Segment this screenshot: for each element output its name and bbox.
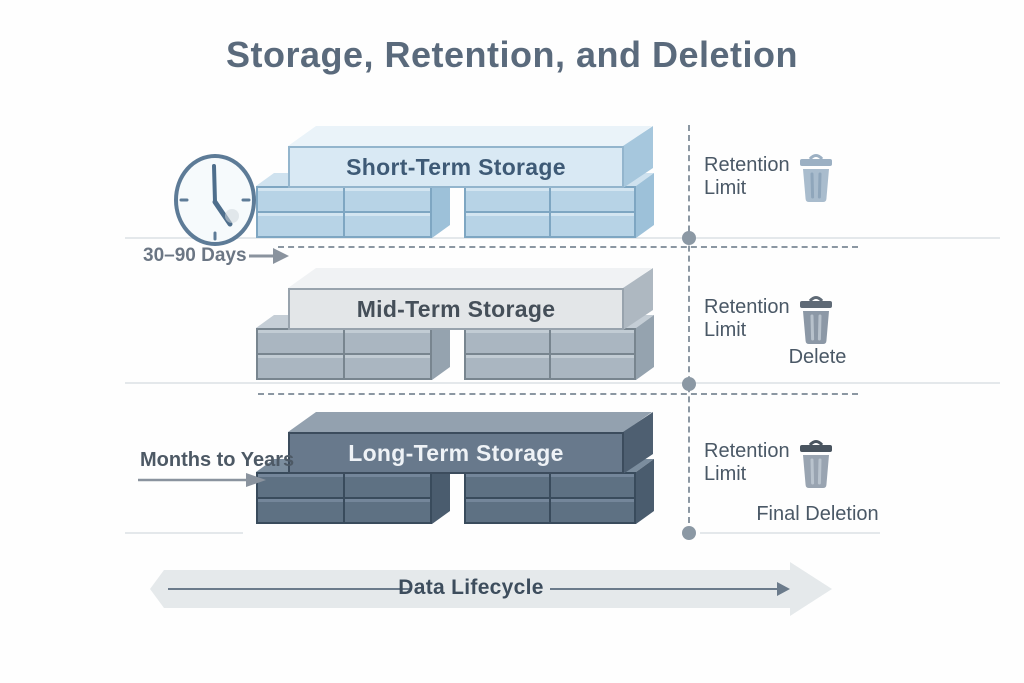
brick-stack-left <box>256 472 432 524</box>
delete-label: Delete <box>788 346 847 368</box>
duration-text: 30–90 Days <box>143 245 247 266</box>
brick-cell <box>345 474 430 497</box>
timeline-dot-2 <box>682 377 696 391</box>
brick-cell <box>345 499 430 522</box>
brick-side-facet <box>432 459 450 524</box>
arrow-right-icon <box>138 473 266 487</box>
slab-label: Short-Term Storage <box>346 153 566 180</box>
brick-grid <box>256 186 432 238</box>
slab-label: Mid-Term Storage <box>356 295 556 322</box>
brick-cell <box>551 330 634 353</box>
brick-cell <box>345 188 430 211</box>
timeline-dot-1 <box>682 231 696 245</box>
retention-limit-label: Retention Limit <box>704 154 790 199</box>
brick-cell <box>345 330 430 353</box>
storage-slab-mid-term: Mid-Term Storage <box>288 288 624 330</box>
brick-grid <box>464 472 636 524</box>
brick-side-facet <box>432 173 450 238</box>
brick-stack-left <box>256 328 432 380</box>
trash-icon <box>800 440 832 488</box>
brick-stack-right <box>464 328 636 380</box>
brick-cell <box>466 188 549 211</box>
baseline-long-term-left <box>125 532 243 534</box>
brick-cell <box>345 355 430 378</box>
storage-slab-long-term: Long-Term Storage <box>288 432 624 474</box>
brick-cell <box>258 499 343 522</box>
page-title: Storage, Retention, and Deletion <box>225 34 799 75</box>
brick-side-facet <box>636 459 654 524</box>
lifecycle-axis-line-right <box>550 588 778 590</box>
brick-side-facet <box>432 315 450 380</box>
arrow-right-icon <box>248 248 289 264</box>
baseline-mid-term <box>125 382 1000 384</box>
brick-grid <box>464 186 636 238</box>
brick-cell <box>466 474 549 497</box>
slab-label: Long-Term Storage <box>348 439 564 466</box>
slab-top-facet <box>288 412 652 432</box>
brick-cell <box>258 213 343 236</box>
trash-icon <box>800 296 832 344</box>
brick-stack-right <box>464 472 636 524</box>
brick-cell <box>466 330 549 353</box>
baseline-short-term <box>125 237 1000 239</box>
brick-cell <box>551 355 634 378</box>
retention-limit-vertical-line <box>688 125 690 533</box>
retention-threshold-line-2 <box>258 393 858 395</box>
brick-cell <box>551 474 634 497</box>
retention-limit-label: Retention Limit <box>704 440 790 485</box>
brick-cell <box>345 213 430 236</box>
slab-top-facet <box>288 126 652 146</box>
brick-cell <box>258 355 343 378</box>
baseline-long-term-right <box>700 532 880 534</box>
brick-cell <box>258 474 343 497</box>
brick-side-facet <box>636 173 654 238</box>
brick-cell <box>258 188 343 211</box>
brick-cell <box>466 355 549 378</box>
storage-slab-short-term: Short-Term Storage <box>288 146 624 188</box>
brick-grid <box>464 328 636 380</box>
data-lifecycle-label: Data Lifecycle <box>398 576 544 599</box>
brick-cell <box>466 499 549 522</box>
final-deletion-label: Final Deletion <box>756 503 879 525</box>
retention-limit-label: Retention Limit <box>704 296 790 341</box>
trash-icon <box>800 154 832 202</box>
clock-icon <box>174 154 256 246</box>
slab-top-facet <box>288 268 652 288</box>
brick-cell <box>258 330 343 353</box>
brick-stack-right <box>464 186 636 238</box>
brick-cell <box>551 188 634 211</box>
brick-cell <box>466 213 549 236</box>
brick-side-facet <box>636 315 654 380</box>
retention-threshold-line-1 <box>278 246 858 248</box>
lifecycle-axis-line-left <box>168 588 412 590</box>
brick-cell <box>551 213 634 236</box>
brick-stack-left <box>256 186 432 238</box>
timeline-dot-3 <box>682 526 696 540</box>
brick-grid <box>256 472 432 524</box>
data-lifecycle-arrowhead <box>790 562 832 616</box>
brick-cell <box>551 499 634 522</box>
months-to-years-label: Months to Years <box>140 449 295 471</box>
duration-label-30-90-days: 30–90 Days <box>143 245 291 267</box>
brick-grid <box>256 328 432 380</box>
